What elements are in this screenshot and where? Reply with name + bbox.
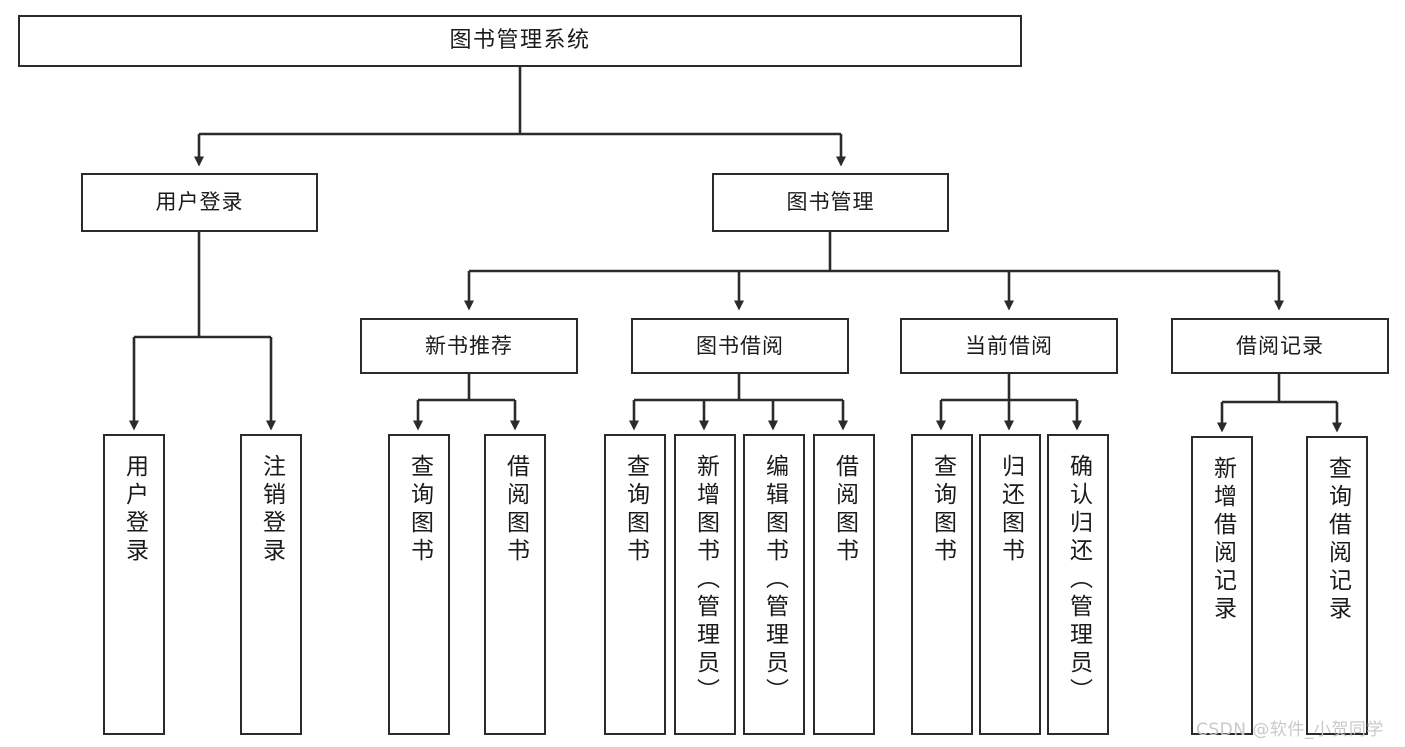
node-label: 用户登录 <box>121 454 148 566</box>
node-root-book-management-system[interactable]: 图书管理系统 <box>18 15 1022 67</box>
leaf-add-borrowing-record[interactable]: 新增借阅记录 <box>1191 436 1253 735</box>
node-label: 图书管理 <box>786 190 875 215</box>
leaf-borrow-book-borrowing[interactable]: 借阅图书 <box>813 434 875 735</box>
node-label: 查询借阅记录 <box>1324 456 1351 624</box>
node-book-management[interactable]: 图书管理 <box>712 173 949 232</box>
leaf-query-book-current[interactable]: 查询图书 <box>911 434 973 735</box>
node-label: 新书推荐 <box>425 333 513 358</box>
node-current-borrowing[interactable]: 当前借阅 <box>900 318 1118 374</box>
leaf-borrow-book-new-recommendation[interactable]: 借阅图书 <box>484 434 546 735</box>
node-label: 借阅记录 <box>1236 333 1324 358</box>
node-label: 新增图书（管理员） <box>692 454 719 706</box>
watermark-text: CSDN @软件_小贺同学 <box>1196 720 1384 740</box>
node-new-book-recommendation[interactable]: 新书推荐 <box>360 318 578 374</box>
leaf-logout[interactable]: 注销登录 <box>240 434 302 735</box>
node-label: 当前借阅 <box>965 333 1053 358</box>
leaf-confirm-return-admin[interactable]: 确认归还（管理员） <box>1047 434 1109 735</box>
node-book-borrowing[interactable]: 图书借阅 <box>631 318 849 374</box>
node-label: 图书管理系统 <box>449 28 591 54</box>
node-label: 确认归还（管理员） <box>1065 454 1092 706</box>
node-label: 借阅图书 <box>502 454 529 566</box>
node-user-login[interactable]: 用户登录 <box>81 173 318 232</box>
node-label: 注销登录 <box>258 454 285 566</box>
node-label: 图书借阅 <box>696 333 784 358</box>
leaf-query-book-borrowing[interactable]: 查询图书 <box>604 434 666 735</box>
node-label: 查询图书 <box>929 454 956 566</box>
node-label: 归还图书 <box>997 454 1024 566</box>
node-label: 编辑图书（管理员） <box>761 454 788 706</box>
node-label: 查询图书 <box>406 454 433 566</box>
leaf-add-book-admin[interactable]: 新增图书（管理员） <box>674 434 736 735</box>
leaf-return-book[interactable]: 归还图书 <box>979 434 1041 735</box>
node-borrowing-records[interactable]: 借阅记录 <box>1171 318 1389 374</box>
leaf-edit-book-admin[interactable]: 编辑图书（管理员） <box>743 434 805 735</box>
node-label: 用户登录 <box>155 190 244 215</box>
node-label: 查询图书 <box>622 454 649 566</box>
node-label: 新增借阅记录 <box>1209 456 1236 624</box>
leaf-query-book-new-recommendation[interactable]: 查询图书 <box>388 434 450 735</box>
node-label: 借阅图书 <box>831 454 858 566</box>
leaf-user-login[interactable]: 用户登录 <box>103 434 165 735</box>
leaf-query-borrowing-record[interactable]: 查询借阅记录 <box>1306 436 1368 735</box>
